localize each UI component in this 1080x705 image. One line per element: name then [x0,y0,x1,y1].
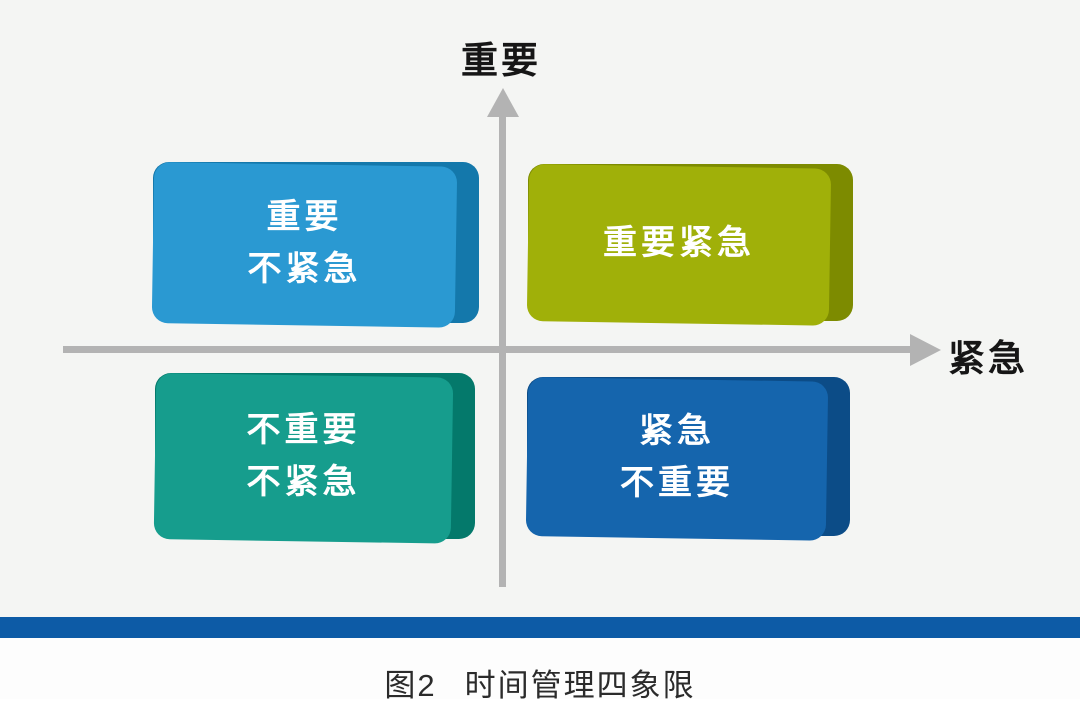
quadrant-text: 紧急 不重要 [527,377,827,536]
quadrant-text-line: 紧急 [639,411,715,450]
figure-caption: 图2 时间管理四象限 [0,660,1080,705]
quadrant-important-urgent: 重要紧急 [526,164,853,326]
quadrant-text-line: 不紧急 [246,463,361,501]
quadrant-text-line: 重要 [266,197,343,236]
quadrant-not-important-not-urgent: 不重要 不紧急 [153,373,475,544]
y-axis-label: 重要 [461,40,541,81]
figure-number: 图2 [384,668,437,703]
quadrant-urgent-not-important: 紧急 不重要 [525,377,850,541]
quadrant-text-line: 不重要 [246,411,361,449]
divider-bar [0,617,1080,638]
quadrant-text: 重要 不紧急 [153,162,456,323]
quadrant-important-not-urgent: 重要 不紧急 [151,162,479,328]
quadrant-text-line: 重要紧急 [603,223,755,262]
quadrant-text: 不重要 不紧急 [155,373,452,539]
quadrant-text-line: 不紧急 [247,249,362,288]
caption-area [0,638,1080,699]
quadrant-text: 重要紧急 [528,164,830,321]
quadrant-text-line: 不重要 [620,463,734,502]
x-axis-arrowhead-icon [910,334,941,366]
figure-title: 时间管理四象限 [464,668,696,703]
x-axis-line [63,346,911,353]
x-axis-label: 紧急 [948,338,1028,379]
